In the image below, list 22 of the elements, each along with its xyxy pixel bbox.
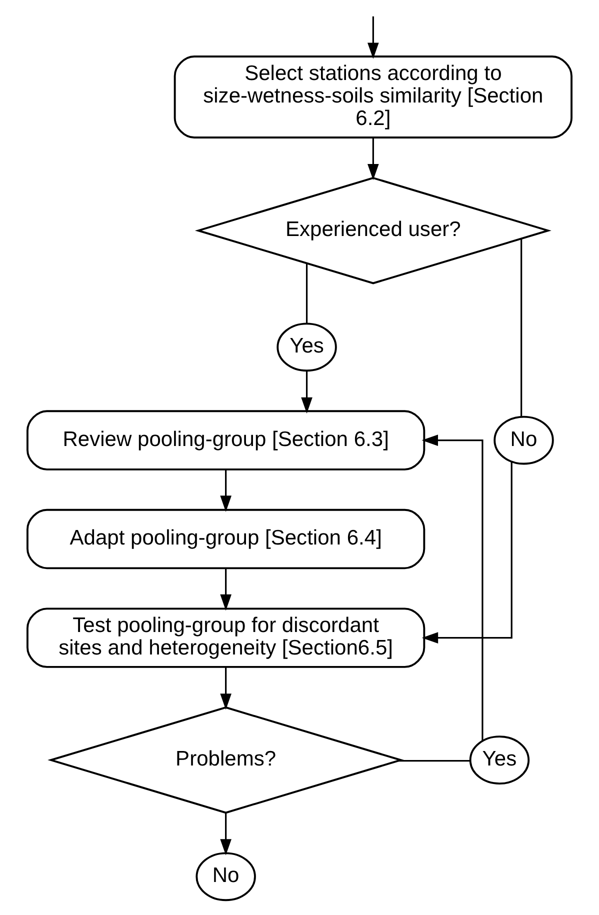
connector	[520, 239, 522, 417]
node-box: Test pooling-group for discordant sites and heterogeneity [Section6.5]	[26, 608, 426, 668]
arrow	[422, 434, 484, 741]
arrow	[422, 462, 512, 644]
node-diamond: Experienced user?	[194, 176, 552, 284]
node-ellipse: No	[196, 852, 256, 902]
arrow	[220, 812, 232, 856]
arrow	[368, 16, 379, 59]
arrow	[301, 370, 312, 414]
node-diamond: Problems?	[48, 706, 404, 814]
arrow	[220, 667, 232, 710]
node-box: Select stations according to size-wetness-soils similarity [Section 6.2]	[174, 56, 572, 138]
arrow	[220, 470, 232, 512]
node-box: Review pooling-group [Section 6.3]	[26, 410, 426, 470]
arrow	[220, 568, 232, 611]
connector	[398, 760, 470, 762]
node-ellipse: No	[494, 416, 554, 465]
arrow	[368, 138, 379, 180]
node-ellipse: Yes	[469, 736, 530, 785]
connector	[306, 264, 308, 324]
node-ellipse: Yes	[276, 322, 337, 372]
node-box: Adapt pooling-group [Section 6.4]	[26, 508, 426, 570]
